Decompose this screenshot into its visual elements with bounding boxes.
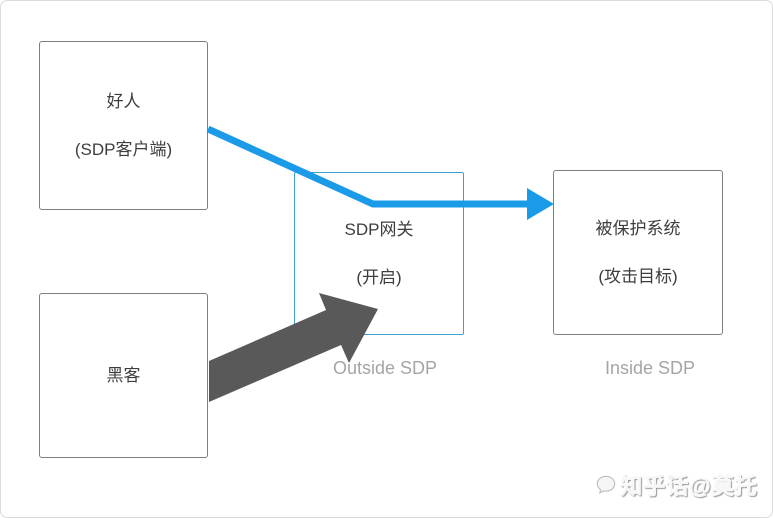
attack-target-sublabel: (攻击目标) — [598, 266, 678, 286]
sdp-client-sublabel: (SDP客户端) — [74, 139, 173, 159]
protected-system-label: 被保护系统 — [595, 218, 681, 238]
node-hacker: 黑客 — [39, 293, 208, 458]
good-user-label: 好人 — [106, 91, 141, 111]
hacker-label: 黑客 — [106, 365, 141, 385]
inside-sdp-zone-label: Inside SDP — [604, 358, 696, 378]
watermark-text: 知乎话@莫托 — [620, 474, 758, 499]
watermark: 知乎话@莫托 — [595, 469, 758, 501]
zhihu-bubble-icon — [596, 475, 615, 494]
node-sdp-gateway: SDP网关 (开启) — [294, 172, 464, 335]
sdp-gateway-label: SDP网关 — [344, 219, 414, 239]
node-good-user-sdp-client: 好人 (SDP客户端) — [39, 41, 208, 210]
client-flow-arrowhead — [527, 188, 554, 220]
node-protected-system: 被保护系统 (攻击目标) — [553, 170, 723, 335]
gateway-open-sublabel: (开启) — [356, 267, 402, 287]
outside-sdp-zone-label: Outside SDP — [332, 358, 438, 378]
